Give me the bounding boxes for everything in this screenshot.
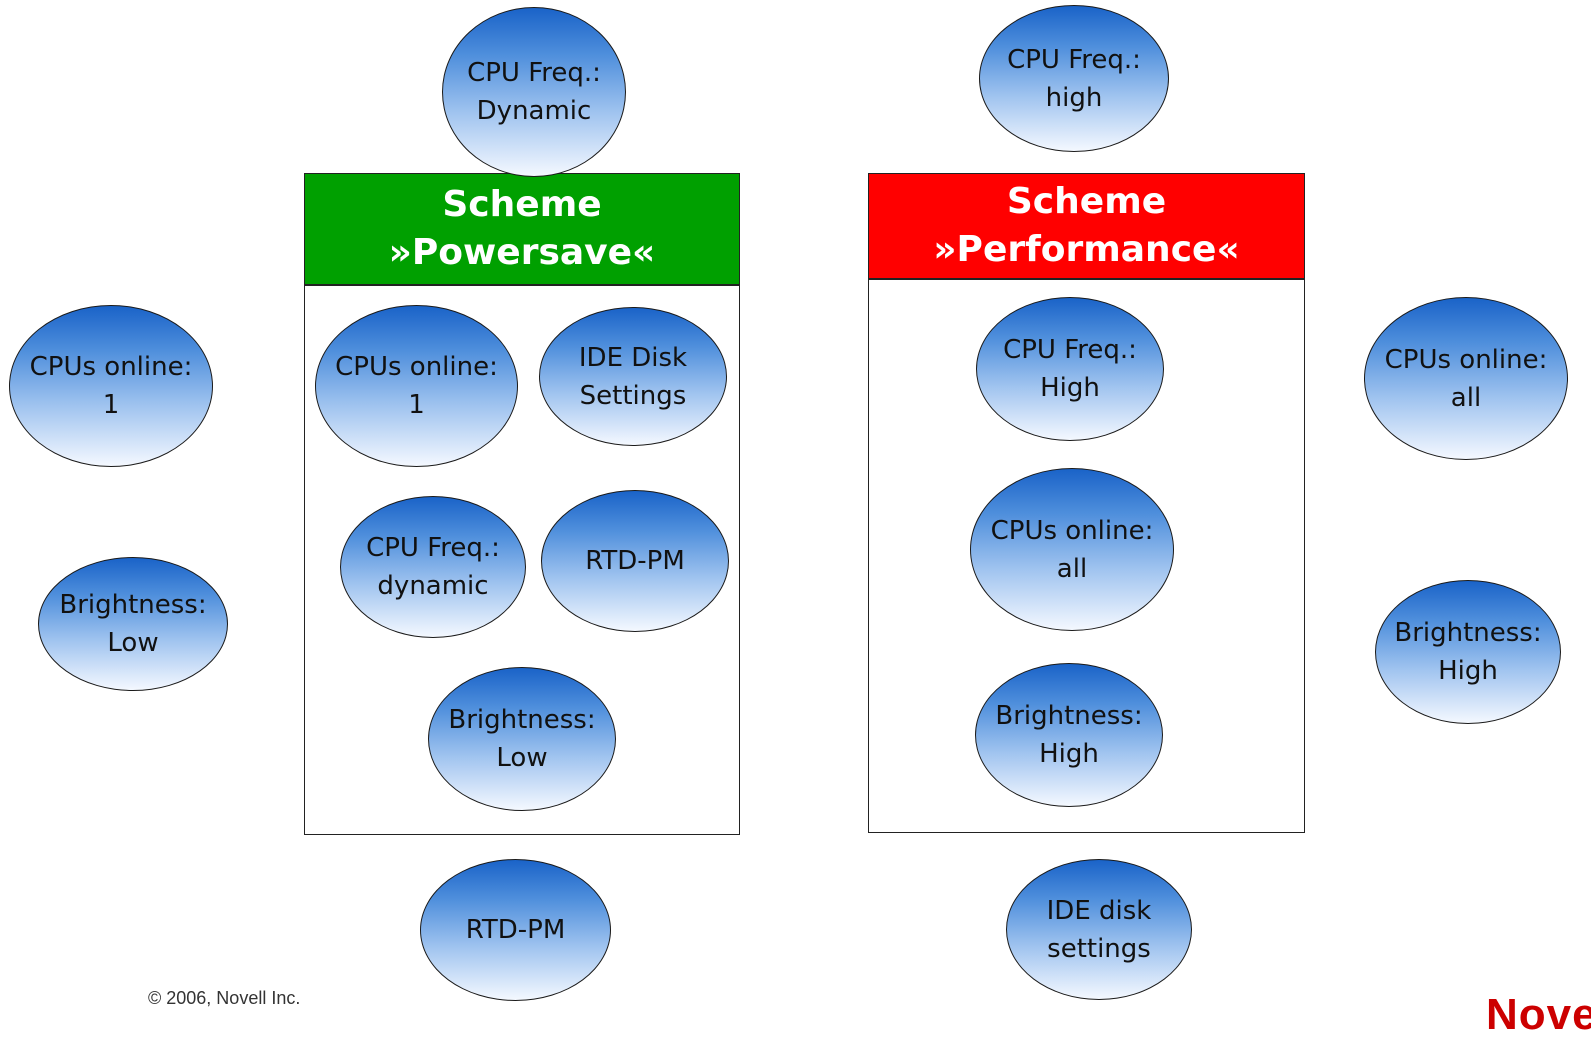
performance-outside-cpu-freq-node: CPU Freq.: high xyxy=(979,5,1169,152)
node-line: CPU Freq.: xyxy=(467,58,601,88)
node-line: IDE disk xyxy=(1046,895,1152,926)
node-line: Brightness: xyxy=(448,705,596,735)
node-line: Low xyxy=(496,743,548,773)
powersave-brightness-node: Brightness: Low xyxy=(428,667,616,811)
powersave-title-line1: Scheme xyxy=(442,184,602,225)
node-line: high xyxy=(1045,82,1103,113)
node-line: Brightness: xyxy=(59,590,207,620)
node-line: settings xyxy=(1047,933,1151,964)
powersave-scheme-header: Scheme »Powersave« xyxy=(305,174,739,286)
powersave-cpus-online-node: CPUs online: 1 xyxy=(315,305,518,467)
node-line: High xyxy=(1040,373,1100,403)
node-line: Brightness: xyxy=(995,701,1143,731)
node-line: Low xyxy=(107,628,159,658)
node-line: IDE Disk xyxy=(578,342,688,373)
copyright-text: © 2006, Novell Inc. xyxy=(148,988,301,1008)
node-line: CPU Freq.: xyxy=(366,533,500,563)
node-line: all xyxy=(1450,382,1482,413)
performance-outside-cpus-online-node: CPUs online: all xyxy=(1364,297,1568,460)
performance-cpus-online-node: CPUs online: all xyxy=(970,468,1174,631)
performance-brightness-node: Brightness: High xyxy=(975,663,1163,807)
node-line: 1 xyxy=(102,390,120,420)
node-line: CPUs online: xyxy=(1384,344,1548,375)
node-line: High xyxy=(1438,656,1498,686)
node-line: CPUs online: xyxy=(335,352,498,382)
powersave-rtd-pm-node: RTD-PM xyxy=(541,490,729,632)
node-line: 1 xyxy=(408,390,425,420)
performance-outside-brightness-node: Brightness: High xyxy=(1375,580,1561,724)
node-line: High xyxy=(1039,739,1099,769)
node-line: CPUs online: xyxy=(990,515,1154,546)
performance-outside-ide-disk-node: IDE disk settings xyxy=(1006,859,1192,1000)
node-line: CPU Freq.: xyxy=(1007,44,1141,75)
performance-scheme-header: Scheme »Performance« xyxy=(869,174,1304,280)
performance-title-line1: Scheme xyxy=(1006,181,1167,222)
performance-cpu-freq-node: CPU Freq.: High xyxy=(976,297,1164,441)
powersave-outside-cpu-freq-node: CPU Freq.: Dynamic xyxy=(442,7,626,177)
powersave-outside-cpus-online-node: CPUs online: 1 xyxy=(9,305,213,467)
novell-logo: Novell xyxy=(1486,990,1591,1039)
node-line: CPU Freq.: xyxy=(1003,335,1137,365)
performance-title-line2: »Performance« xyxy=(933,229,1240,270)
node-line: Dynamic xyxy=(476,96,592,126)
powersave-ide-disk-node: IDE Disk Settings xyxy=(539,307,727,446)
node-line: Settings xyxy=(579,380,687,411)
node-line: RTD-PM xyxy=(465,915,566,945)
node-line: RTD-PM xyxy=(585,546,685,576)
powersave-outside-brightness-node: Brightness: Low xyxy=(38,557,228,691)
node-line: all xyxy=(1056,553,1088,584)
powersave-title-line2: »Powersave« xyxy=(388,232,656,273)
node-line: Brightness: xyxy=(1394,618,1542,648)
node-line: dynamic xyxy=(377,571,489,601)
powersave-outside-rtd-pm-node: RTD-PM xyxy=(420,859,611,1001)
powersave-cpu-freq-node: CPU Freq.: dynamic xyxy=(340,496,526,638)
node-line: CPUs online: xyxy=(29,352,193,382)
